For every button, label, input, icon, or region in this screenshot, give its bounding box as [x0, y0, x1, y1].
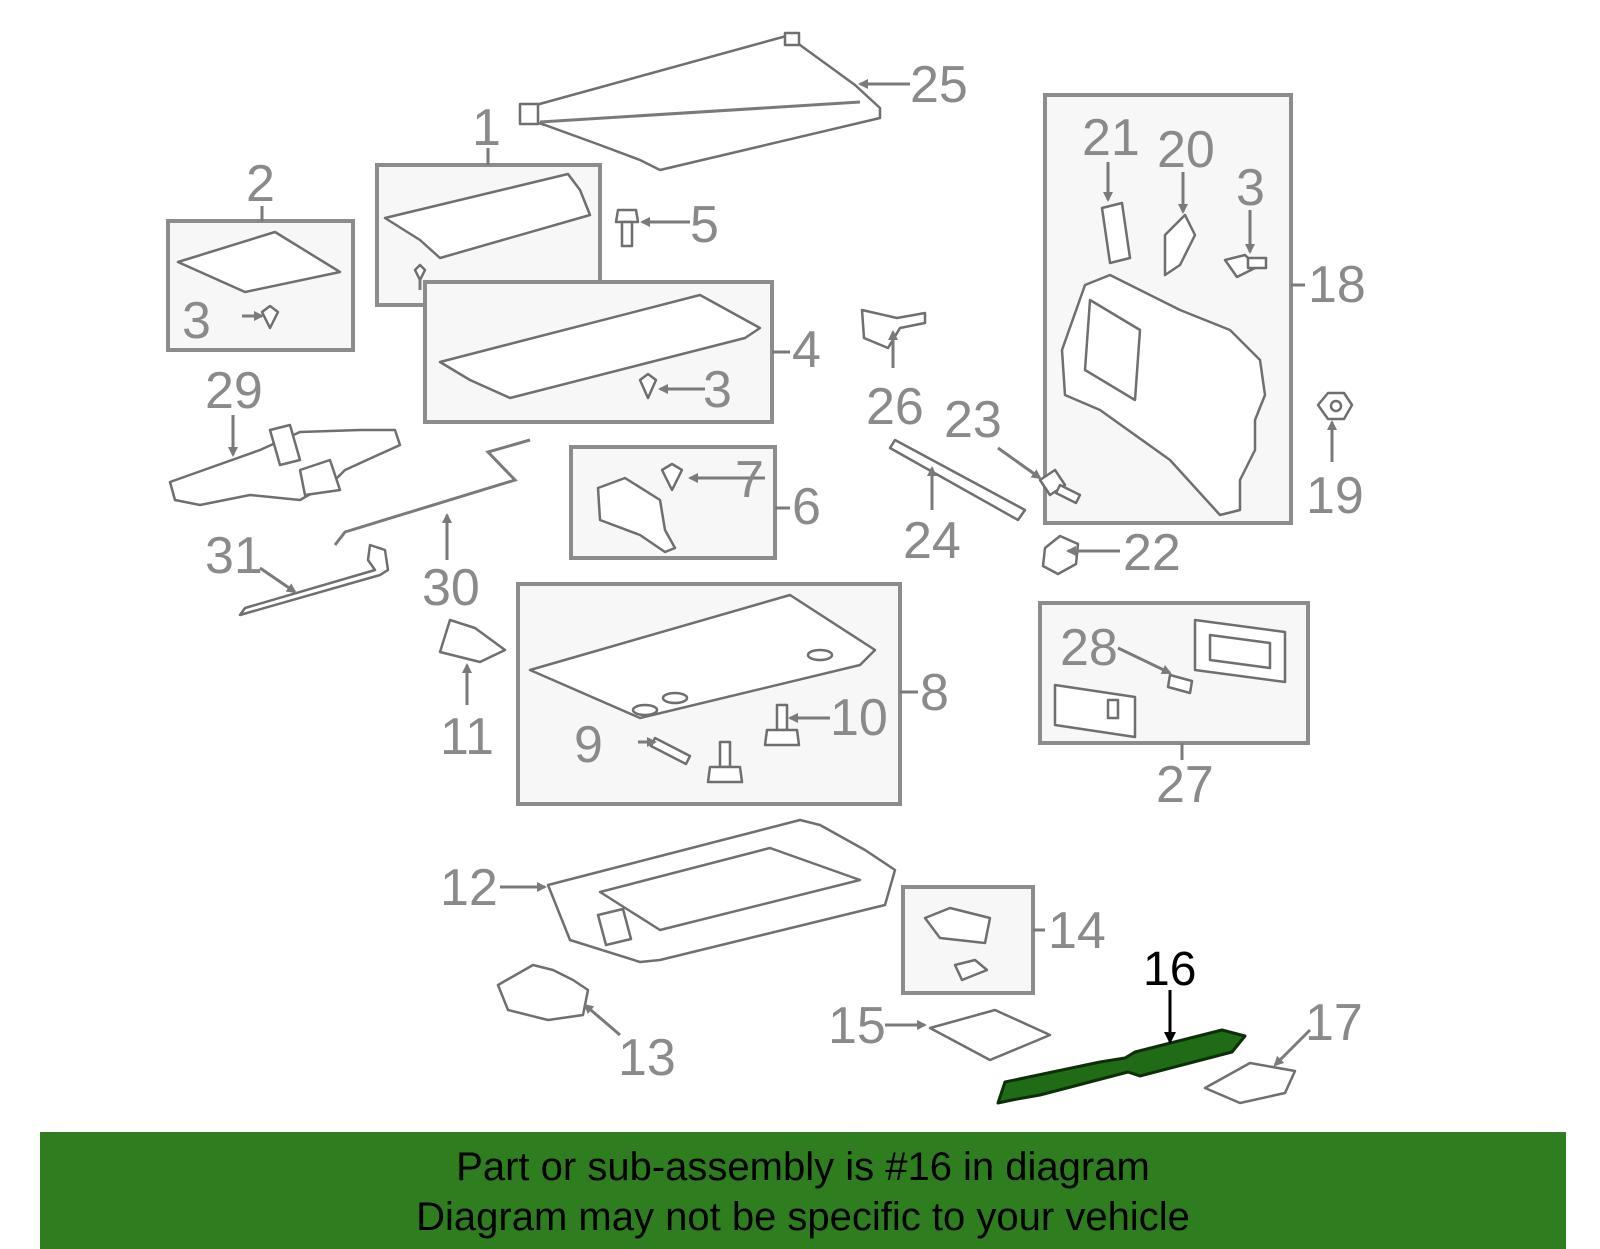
- callout-5: 5: [690, 196, 719, 254]
- part-15-plate: [928, 1008, 1052, 1062]
- part-28-bulb: [1166, 673, 1194, 695]
- part-26-hook: [860, 308, 927, 350]
- part-5-clip: [614, 208, 640, 248]
- callout-7: 7: [735, 451, 764, 509]
- callout-28: 28: [1060, 619, 1118, 677]
- callout-14: 14: [1048, 902, 1106, 960]
- part-20-clip: [1163, 213, 1197, 277]
- callout-1: 1: [472, 99, 501, 157]
- callout-19: 19: [1306, 467, 1364, 525]
- banner-line-disclaimer: Diagram may not be specific to your vehi…: [416, 1195, 1190, 1239]
- callout-25: 25: [910, 56, 968, 114]
- callout-31: 31: [205, 527, 263, 585]
- part-3-fastener-18: [1223, 253, 1268, 279]
- part-22-nut: [1041, 534, 1080, 576]
- leader-lines: [228, 79, 1337, 1067]
- part-8-deck-board: [528, 593, 877, 720]
- callout-22: 22: [1123, 524, 1181, 582]
- banner-line-part: Part or sub-assembly is #16 in diagram: [456, 1145, 1150, 1189]
- part-19-nut: [1316, 391, 1354, 421]
- part-12-tray: [546, 818, 897, 964]
- callout-23: 23: [944, 391, 1002, 449]
- part-11-cover: [438, 618, 507, 664]
- part-24-strap: [888, 438, 1027, 522]
- callout-26: 26: [866, 378, 924, 436]
- callout-30: 30: [422, 559, 480, 617]
- part-18-side-trim: [1060, 273, 1267, 517]
- info-banner: Part or sub-assembly is #16 in diagram D…: [40, 1132, 1566, 1249]
- part-6-bracket: [596, 462, 684, 554]
- part-4-panel: [438, 293, 762, 400]
- callout-3: 3: [182, 292, 211, 350]
- part-14-clip-set: [923, 906, 992, 982]
- callout-16: 16: [1143, 943, 1196, 996]
- callout-2: 2: [246, 155, 275, 213]
- part-25-tonneau-cover: [518, 31, 882, 172]
- callout-27: 27: [1156, 756, 1214, 814]
- part-13-bracket: [496, 963, 590, 1022]
- callout-9: 9: [574, 716, 603, 774]
- part-29-jack: [168, 423, 402, 507]
- part-21-clip: [1100, 201, 1132, 265]
- callout-11: 11: [440, 708, 494, 766]
- part-10-bolts: [706, 703, 801, 784]
- callout-3: 3: [1236, 159, 1265, 217]
- part-30-jack-handle: [333, 438, 531, 546]
- part-2-mat: [176, 230, 342, 330]
- callout-18: 18: [1308, 256, 1366, 314]
- part-16-scuff-plate: [996, 1028, 1247, 1105]
- callout-20: 20: [1157, 121, 1215, 179]
- part-17-bracket: [1203, 1061, 1297, 1105]
- callout-24: 24: [903, 512, 961, 570]
- callout-6: 6: [792, 478, 821, 536]
- part-23-bolt: [1038, 468, 1082, 505]
- part-31-tool: [238, 543, 390, 617]
- callout-29: 29: [205, 362, 263, 420]
- callout-10: 10: [830, 689, 888, 747]
- callout-17: 17: [1305, 994, 1363, 1052]
- callout-8: 8: [920, 664, 949, 722]
- callout-15: 15: [828, 997, 886, 1055]
- callout-3: 3: [703, 361, 732, 419]
- callout-13: 13: [618, 1029, 676, 1087]
- part-1-panel: [383, 172, 592, 290]
- callout-4: 4: [792, 321, 821, 379]
- part-27-lamp: [1053, 618, 1287, 739]
- callout-labels: 1 2 3 3 3 4 5 6 7 8 9 10 11 12 13 14 15 …: [182, 56, 1366, 1087]
- callout-12: 12: [440, 859, 498, 917]
- callout-21: 21: [1082, 109, 1140, 167]
